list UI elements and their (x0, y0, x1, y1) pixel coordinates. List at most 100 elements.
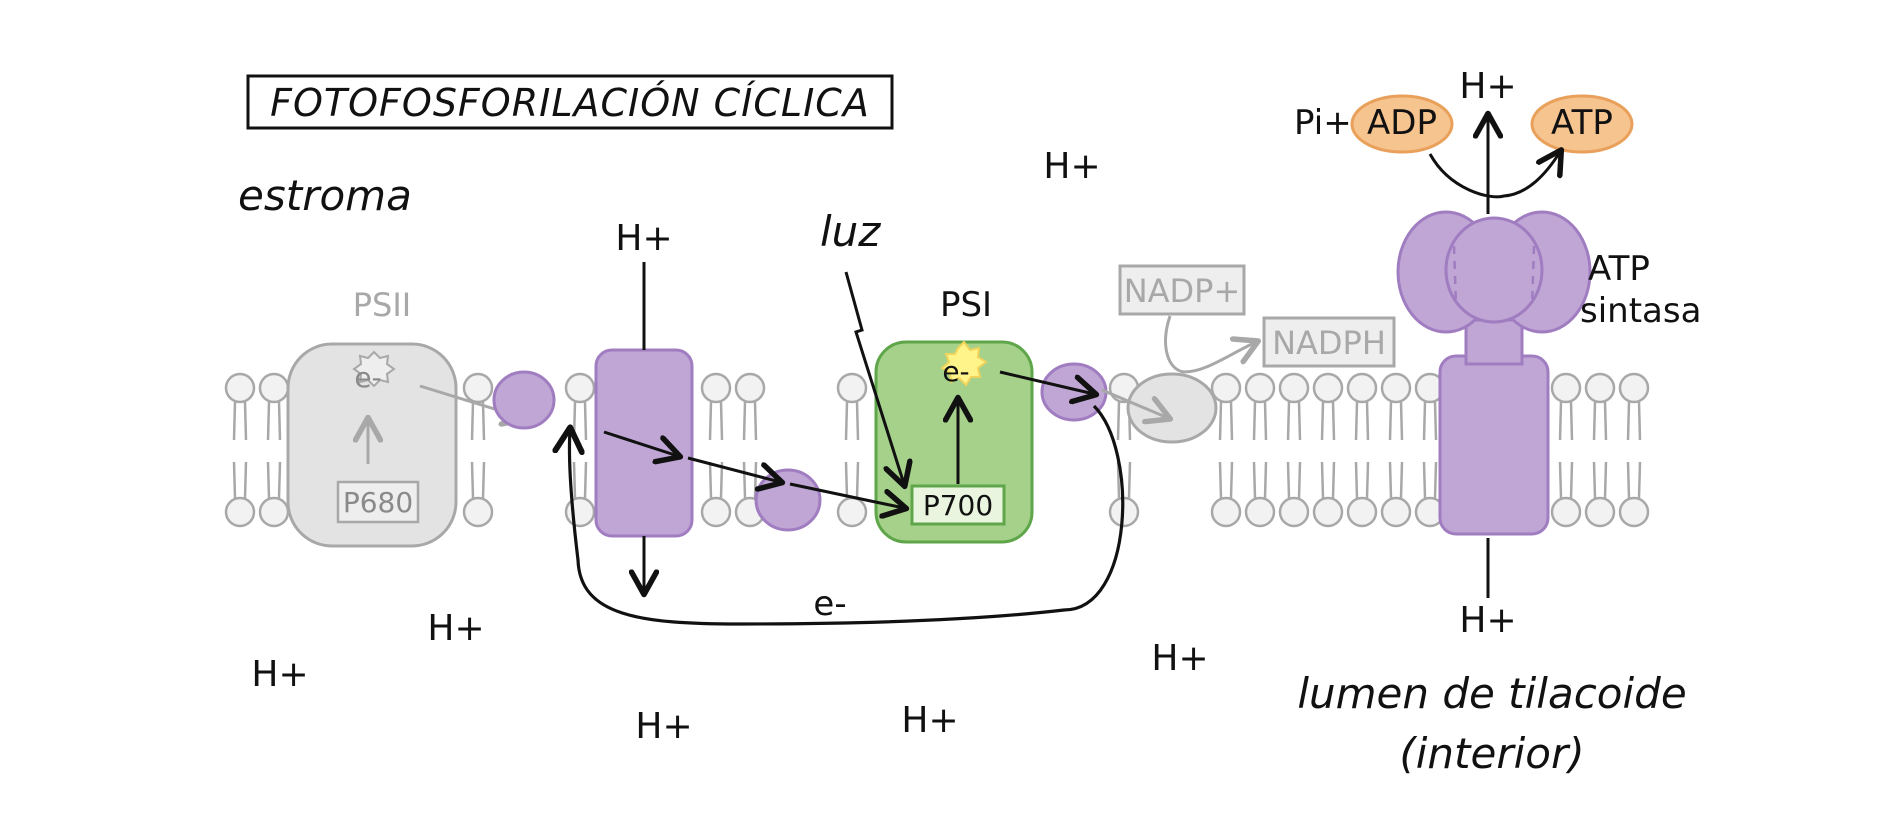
lipid-tail-bottom (1116, 461, 1132, 499)
ferredoxin (1040, 362, 1108, 422)
stroma-label: estroma (238, 171, 412, 220)
lipid-tail-top (1558, 401, 1574, 441)
lipid-tail-top (1626, 401, 1642, 441)
hplus-stroma-right: H+ (1043, 146, 1100, 187)
lipid-tail-top (1422, 401, 1438, 441)
lipid-head-top (1244, 372, 1276, 404)
diagram-title: FOTOFOSFORILACIÓN CÍCLICA (270, 81, 870, 125)
lipid-tail-top (1592, 401, 1608, 441)
lipid-tail-bottom (1320, 461, 1336, 499)
lipid-tail-bottom (1252, 461, 1268, 499)
lipid-head-top (1584, 372, 1616, 404)
psii-label: PSII (353, 286, 411, 324)
title-box: FOTOFOSFORILACIÓN CÍCLICA (246, 74, 894, 130)
lipid-tail-bottom (572, 461, 588, 499)
lipid-head-bottom (1312, 496, 1344, 528)
nadp-conversion: NADP+ NADPH (1118, 264, 1396, 374)
pi-plus-label: Pi+ (1294, 103, 1352, 143)
lumen-label-line1: lumen de tilacoide (1297, 669, 1686, 718)
lipid-head-bottom (258, 496, 290, 528)
lumen-label-line2: (interior) (1399, 729, 1584, 778)
lipid-tail-bottom (1354, 461, 1370, 499)
lipid-tail-bottom (266, 461, 282, 499)
proton-labels: H+ H+ H+ H+ H+ H+ H+ H+ H+ (251, 66, 1516, 747)
lipid-tail-top (1286, 401, 1302, 441)
lipid-head-bottom (1618, 496, 1650, 528)
lipid-head-bottom (1278, 496, 1310, 528)
hplus-atp-bottom: H+ (1459, 600, 1516, 641)
lipid-tail-bottom (1388, 461, 1404, 499)
lipid-tail-bottom (1286, 461, 1302, 499)
lipid-tail-bottom (470, 461, 486, 499)
hplus-lumen-1: H+ (251, 654, 308, 695)
hplus-lumen-3: H+ (635, 706, 692, 747)
lipid-tail-top (470, 401, 486, 441)
lipid-tail-top (1218, 401, 1234, 441)
lipid-head-top (1312, 372, 1344, 404)
lipid-head-bottom (1380, 496, 1412, 528)
lipid-head-top (1618, 372, 1650, 404)
light-label: luz (820, 207, 881, 256)
hplus-lumen-2: H+ (427, 608, 484, 649)
lipid-head-bottom (1346, 496, 1378, 528)
lipid-tail-top (1388, 401, 1404, 441)
psi-complex: PSI P700 e- (874, 285, 1034, 544)
lipid-tail-bottom (1422, 461, 1438, 499)
lipid-tail-bottom (844, 461, 860, 499)
lipid-tail-bottom (1592, 461, 1608, 499)
lipid-head-top (1550, 372, 1582, 404)
psii-electron-label: e- (354, 361, 381, 394)
lipid-head-bottom (1210, 496, 1242, 528)
hplus-lumen-5: H+ (1151, 638, 1208, 679)
psi-label: PSI (940, 285, 992, 325)
lipid-head-top (1210, 372, 1242, 404)
atp-label: ATP (1551, 103, 1613, 143)
lipid-head-bottom (700, 496, 732, 528)
lipid-head-top (1278, 372, 1310, 404)
nadp-plus-label: NADP+ (1124, 272, 1241, 310)
lipid-tail-bottom (1626, 461, 1642, 499)
psii-burst-icon (352, 350, 396, 388)
lipid-tail-top (844, 401, 860, 441)
lipid-tail-bottom (742, 461, 758, 499)
loop-electron-label: e- (813, 584, 846, 624)
lipid-head-top (564, 372, 596, 404)
p680-label: P680 (343, 486, 413, 519)
light-arrow (844, 271, 904, 484)
lipid-tail-top (1354, 401, 1370, 441)
lipid-tail-top (1252, 401, 1268, 441)
atp-synthase-label-line1: ATP (1588, 249, 1650, 289)
lipid-tail-top (572, 401, 588, 441)
lipid-tail-top (708, 401, 724, 441)
lipid-head-bottom (1584, 496, 1616, 528)
lipid-head-bottom (1550, 496, 1582, 528)
cytochrome-complex (594, 348, 694, 538)
hplus-atp-top: H+ (1459, 66, 1516, 107)
psii-complex: PSII P680 e- (286, 286, 524, 548)
lipid-tail-top (232, 401, 248, 441)
lipid-tail-bottom (1218, 461, 1234, 499)
lipid-head-top (836, 372, 868, 404)
lipid-head-bottom (564, 496, 596, 528)
hplus-lumen-4: H+ (901, 700, 958, 741)
cyclic-electron-loop (569, 404, 1125, 626)
lipid-head-bottom (1244, 496, 1276, 528)
lipid-head-top (1380, 372, 1412, 404)
psi-electron-label: e- (942, 355, 969, 388)
psi-excited-star-icon (940, 340, 988, 387)
lipid-head-top (462, 372, 494, 404)
lipid-head-bottom (224, 496, 256, 528)
lipid-head-top (258, 372, 290, 404)
lipid-tail-top (742, 401, 758, 441)
lipid-tail-top (1320, 401, 1336, 441)
hplus-cytochrome-top: H+ (615, 218, 672, 259)
lipid-head-top (700, 372, 732, 404)
atp-synthase: ATP sintasa (1396, 210, 1701, 536)
p700-label: P700 (923, 489, 993, 522)
lipid-head-top (1346, 372, 1378, 404)
lipid-head-top (224, 372, 256, 404)
atp-synthase-label-line2: sintasa (1580, 291, 1701, 331)
lipid-tail-top (266, 401, 282, 441)
lipid-head-top (734, 372, 766, 404)
